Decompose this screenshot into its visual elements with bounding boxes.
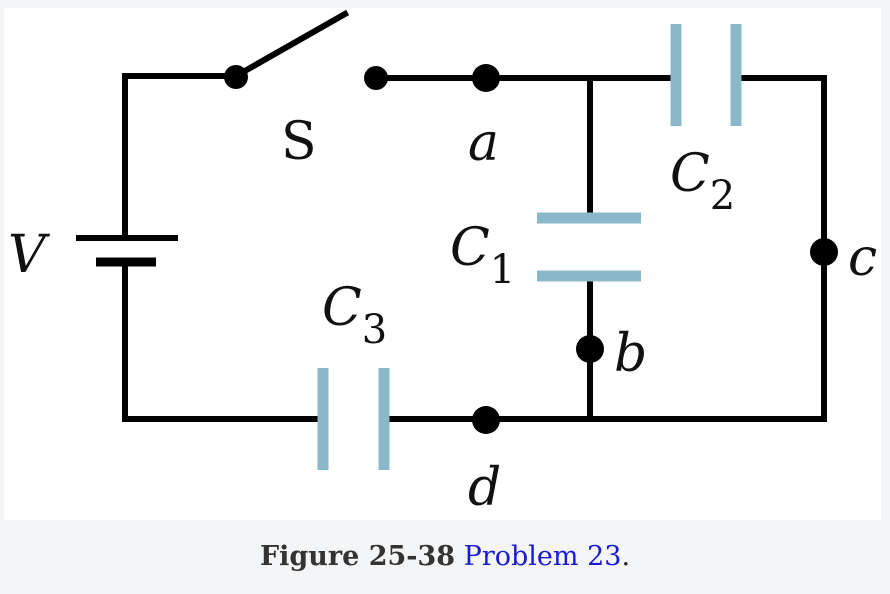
labels: S V a b c d C1 C2 C3 (8, 112, 877, 518)
switch-blade (231, 9, 350, 81)
battery-symbol (76, 235, 178, 267)
node-d-label: d (468, 458, 501, 518)
nodes (224, 64, 838, 434)
figure-caption: Figure 25-38 Problem 23. (0, 540, 890, 574)
capacitor-c1 (537, 212, 641, 282)
voltage-label: V (8, 225, 50, 285)
c1-label: C1 (450, 218, 515, 293)
node-a-label: a (468, 113, 499, 173)
wire-left-top (122, 73, 239, 241)
c3-label-subscript: 3 (362, 307, 387, 353)
c2-label-main: C (670, 144, 710, 204)
caption-figure-number: Figure 25-38 (259, 541, 456, 572)
node-a-dot (472, 64, 500, 92)
wire-left-bottom (122, 259, 326, 422)
circuit-diagram-panel: S V a b c d C1 C2 C3 (4, 8, 881, 520)
node-c-dot (810, 238, 838, 266)
c3-label: C3 (322, 278, 387, 353)
capacitor-c2 (670, 24, 742, 126)
problem-link[interactable]: Problem 23 (463, 541, 622, 572)
switch-label: S (281, 112, 317, 172)
node-b-label: b (614, 324, 647, 384)
caption-trailing-period: . (621, 541, 631, 572)
circuit-diagram: S V a b c d C1 C2 C3 (8, 9, 877, 518)
node-b-dot (576, 335, 604, 363)
c1-label-main: C (450, 218, 490, 278)
c2-label: C2 (670, 144, 735, 219)
c1-label-subscript: 1 (490, 247, 515, 293)
switch-contact-terminal (364, 66, 388, 90)
c3-label-main: C (322, 278, 362, 338)
node-c-label: c (848, 228, 877, 288)
capacitor-c3 (317, 368, 390, 470)
c2-label-subscript: 2 (710, 173, 735, 219)
switch-pivot-terminal (224, 65, 248, 89)
node-d-dot (472, 406, 500, 434)
